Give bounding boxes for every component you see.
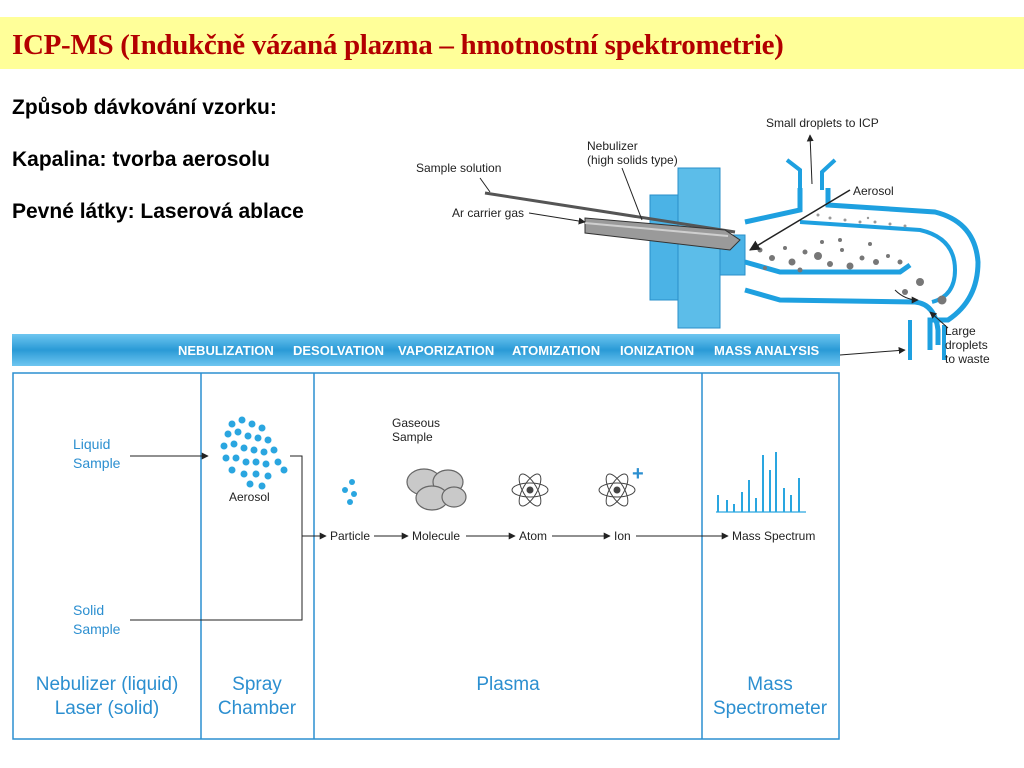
aerosol-cluster: [220, 416, 288, 490]
small-droplets-leader: [806, 134, 814, 185]
solid-line-connector: [130, 536, 303, 621]
ar-carrier-gas-label: Ar carrier gas: [452, 206, 524, 220]
aerosol-connector: [290, 455, 303, 536]
ion-label: Ion: [614, 529, 631, 543]
stage-nebulization: NEBULIZATION: [178, 343, 274, 358]
process-flow-diagram: NEBULIZATION DESOLVATION VAPORIZATION AT…: [12, 334, 840, 740]
col2-caption-1: Spray: [232, 674, 282, 695]
recirculation-arrow: [894, 289, 919, 304]
flow-frame: [12, 372, 840, 740]
solid-line: Pevné látky: Laserová ablace: [12, 200, 304, 223]
aerosol-leader: [749, 189, 851, 251]
liquid-label: Liquid: [73, 436, 110, 452]
liquid-sample-label: Sample: [73, 455, 121, 471]
to-waste-label: to waste: [945, 352, 990, 366]
title-bar: [0, 17, 1024, 69]
particle-icon: [342, 479, 357, 505]
atom-icon: [511, 473, 549, 507]
stage-vaporization: VAPORIZATION: [398, 343, 494, 358]
nebulizer-label: Nebulizer: [587, 139, 638, 153]
stage-mass-analysis: MASS ANALYSIS: [714, 343, 820, 358]
aerosol-label: Aerosol: [853, 184, 894, 198]
stage-atomization: ATOMIZATION: [512, 343, 600, 358]
ion-icon: [598, 473, 636, 507]
chamber-exit-tube: [785, 158, 837, 190]
intro-line: Způsob dávkování vzorku:: [12, 96, 277, 119]
ion-charge: +: [632, 463, 644, 485]
col1-caption-2: Laser (solid): [55, 698, 160, 719]
molecule-icon: [406, 468, 467, 511]
particle-label: Particle: [330, 529, 370, 543]
col4-caption-2: Spectrometer: [713, 698, 828, 719]
col3-caption: Plasma: [476, 674, 540, 695]
large-label: Large: [945, 324, 976, 338]
solid-label: Solid: [73, 602, 104, 618]
col2-caption-2: Chamber: [218, 698, 297, 719]
aerosol-droplets: [757, 238, 947, 305]
nebulizer-tube-highlight: [584, 222, 729, 237]
col4-caption-1: Mass: [747, 674, 792, 695]
nebulizer-leader: [621, 167, 643, 221]
molecule-label: Molecule: [412, 529, 460, 543]
stage-band: [12, 334, 840, 366]
aerosol-caption: Aerosol: [229, 490, 270, 504]
sample-capillary: [484, 191, 736, 234]
sample-solution-leader: [479, 177, 491, 193]
gaseous-sample-label: Sample: [392, 430, 433, 444]
atom-label: Atom: [519, 529, 547, 543]
gaseous-label: Gaseous: [392, 416, 440, 430]
ar-gas-leader: [528, 212, 586, 225]
waste-tube: [908, 320, 946, 360]
stage-ionization: IONIZATION: [620, 343, 694, 358]
page-title: ICP-MS (Indukčně vázaná plazma – hmotnos…: [12, 29, 784, 61]
small-droplets: [816, 213, 907, 228]
solid-sample-label: Sample: [73, 621, 121, 637]
stage-desolvation: DESOLVATION: [293, 343, 384, 358]
sample-solution-label: Sample solution: [416, 161, 501, 175]
droplets-label: droplets: [945, 338, 988, 352]
nebulizer-type-label: (high solids type): [587, 153, 678, 167]
spray-chamber-diagram: Sample solution Ar carrier gas Nebulizer…: [416, 116, 990, 366]
large-droplets-leader: [929, 311, 949, 329]
waste-arrow: [839, 346, 906, 356]
liquid-line: Kapalina: tvorba aerosolu: [12, 148, 270, 171]
mass-spectrum-icon: [716, 452, 806, 513]
col1-caption-1: Nebulizer (liquid): [36, 674, 179, 695]
mass-spectrum-label: Mass Spectrum: [732, 529, 815, 543]
small-droplets-label: Small droplets to ICP: [766, 116, 879, 130]
chamber-outer-wall: [744, 188, 981, 350]
